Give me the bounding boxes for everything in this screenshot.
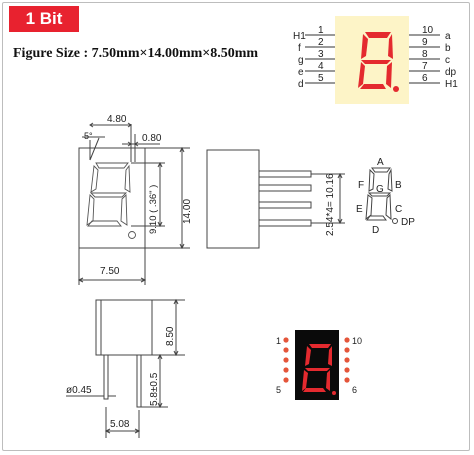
pin-label-right: H1 xyxy=(445,79,458,90)
pin-label-right: a xyxy=(445,31,451,42)
pin-label-right: b xyxy=(445,43,451,54)
pin-number-right: 7 xyxy=(422,61,428,72)
module-photo: 1 10 5 6 xyxy=(276,330,362,400)
pinout-digit xyxy=(358,32,399,92)
pin-number-right: 9 xyxy=(422,37,428,48)
pinout-diagram: H1 f g e d 1 2 3 4 5 10 9 8 7 6 a b c dp… xyxy=(293,16,458,104)
dim-body-height: 14.00 xyxy=(182,199,193,224)
photo-pin-6: 6 xyxy=(352,385,357,395)
title-badge: 1 Bit xyxy=(9,6,79,32)
dim-bottom-height: 8.50 xyxy=(165,326,176,346)
side-view xyxy=(206,149,345,249)
photo-pin-1: 1 xyxy=(276,336,281,346)
pin-label-left: H1 xyxy=(293,31,306,42)
pin-label-left: f xyxy=(298,43,301,54)
figure-size-label: Figure Size : 7.50mm×14.00mm×8.50mm xyxy=(13,46,259,61)
pin-number-right: 10 xyxy=(422,25,434,36)
pin-label-left: e xyxy=(298,67,304,78)
bottom-body-outline xyxy=(95,299,153,356)
segment-label-d: D xyxy=(372,225,379,236)
dim-top-width: 4.80 xyxy=(107,114,127,125)
pin-number-right: 8 xyxy=(422,49,428,60)
segment-label-f: F xyxy=(358,180,364,191)
dim-pin-spacing: 5.08 xyxy=(110,419,130,430)
segment-label-e: E xyxy=(356,204,363,215)
pin-label-right: c xyxy=(445,55,450,66)
pin-number-left: 2 xyxy=(318,37,324,48)
segment-map: A B C D E F G DP xyxy=(356,157,415,236)
photo-pin-5: 5 xyxy=(276,385,281,395)
pin-label-left: d xyxy=(298,79,304,90)
pin-number-left: 1 xyxy=(318,25,324,36)
pin-label-left: g xyxy=(298,55,304,66)
pin-number-left: 5 xyxy=(318,73,324,84)
pin-right xyxy=(136,354,142,408)
dim-digit-height: 9.10 ( .36" ) xyxy=(148,185,159,234)
photo-pin-10: 10 xyxy=(352,336,362,346)
side-body-outline xyxy=(206,149,260,249)
pin-number-left: 3 xyxy=(318,49,324,60)
pin-number-right: 6 xyxy=(422,73,428,84)
segment-label-b: B xyxy=(395,180,402,191)
segment-label-c: C xyxy=(395,204,402,215)
dim-slant-angle: 5° xyxy=(84,131,93,141)
front-view xyxy=(77,122,190,285)
pin-number-left: 4 xyxy=(318,61,324,72)
segment-label-a: A xyxy=(377,157,384,168)
dim-segment-offset: 0.80 xyxy=(142,133,162,144)
pin-label-right: dp xyxy=(445,67,457,78)
pin-left xyxy=(103,354,109,400)
segment-label-g: G xyxy=(376,184,384,195)
segment-label-dp: DP xyxy=(401,217,415,228)
dim-pin-diameter: ø0.45 xyxy=(66,385,92,396)
display-digit xyxy=(302,344,336,395)
dim-body-width: 7.50 xyxy=(100,266,120,277)
dim-pin-length: 5.8±0.5 xyxy=(149,372,160,406)
bottom-view xyxy=(66,298,185,438)
front-body-outline xyxy=(78,147,146,249)
dim-pin-pitch: 2.54*4= 10.16 xyxy=(325,173,336,236)
